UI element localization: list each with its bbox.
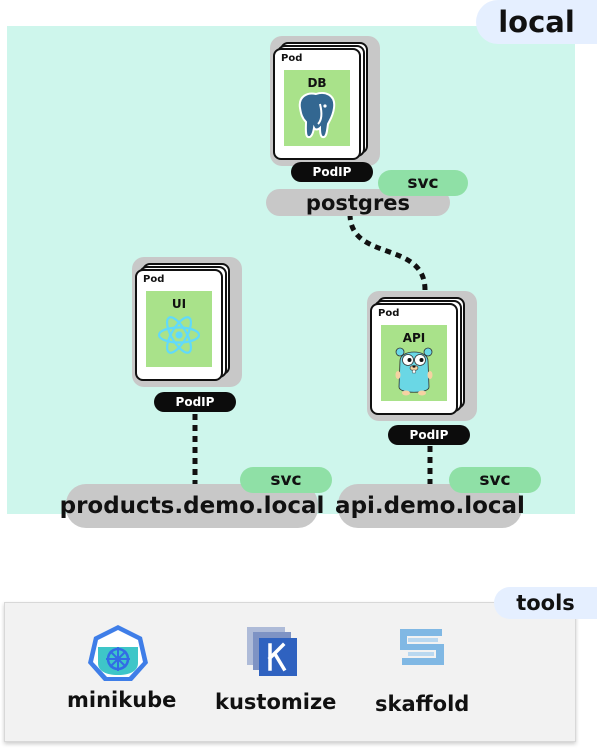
postgres-svc-badge: svc	[378, 170, 468, 196]
api-container: API	[381, 325, 447, 401]
minikube-icon[interactable]	[86, 623, 150, 683]
skaffold-icon[interactable]	[398, 627, 448, 671]
api-pod-group: Pod API	[367, 291, 477, 421]
products-svc-badge: svc	[240, 467, 332, 493]
minikube-label: minikube	[67, 688, 177, 712]
api-svc-badge: svc	[449, 467, 541, 493]
react-atom-icon	[157, 316, 201, 354]
ui-podip: PodIP	[154, 392, 236, 412]
postgresql-elephant-icon	[298, 91, 336, 139]
api-label: API	[402, 331, 426, 345]
db-label: DB	[307, 76, 327, 90]
db-container: DB	[284, 70, 350, 146]
api-service[interactable]: api.demo.local	[335, 484, 525, 528]
db-pod-card[interactable]: Pod DB	[273, 48, 361, 160]
kustomize-icon[interactable]	[245, 625, 301, 679]
api-pod-card[interactable]: Pod API	[370, 303, 458, 415]
skaffold-label: skaffold	[375, 692, 470, 716]
pod-label: Pod	[378, 308, 400, 319]
pod-label: Pod	[281, 53, 303, 64]
local-tag: local	[476, 0, 597, 44]
ui-container: UI	[146, 291, 212, 367]
ui-label: UI	[171, 297, 187, 311]
db-podip: PodIP	[291, 162, 373, 182]
db-pod-group: Pod DB	[270, 36, 380, 166]
pod-label: Pod	[143, 274, 165, 285]
api-podip: PodIP	[388, 425, 470, 445]
kustomize-label: kustomize	[215, 690, 337, 714]
tools-tag: tools	[494, 587, 597, 619]
go-gopher-icon	[395, 347, 433, 396]
postgres-to-api-connector	[347, 213, 428, 291]
ui-pod-card[interactable]: Pod UI	[135, 269, 223, 381]
ui-pod-group: Pod UI	[132, 257, 242, 387]
